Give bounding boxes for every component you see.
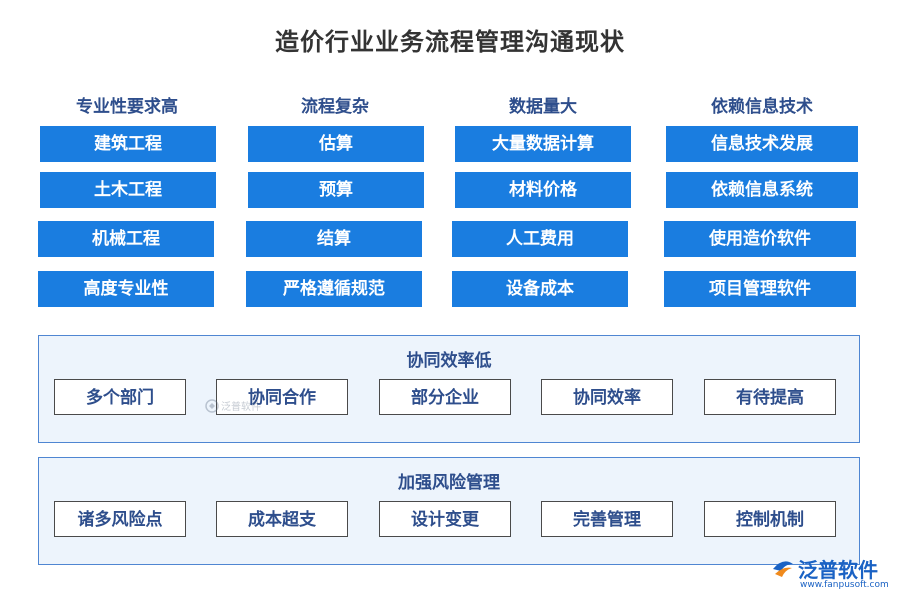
column-heading-it-dependence: 依赖信息技术	[711, 97, 813, 117]
panel-collaboration: 协同效率低 多个部门 协同合作 部分企业 协同效率 有待提高	[38, 335, 860, 443]
cell-estimate: 估算	[248, 126, 424, 162]
box-control-mechanism: 控制机制	[704, 501, 836, 537]
cell-material-price: 材料价格	[455, 172, 631, 208]
cell-info-system: 依赖信息系统	[666, 172, 858, 208]
cell-labor-cost: 人工费用	[452, 221, 628, 257]
panel-risk-management: 加强风险管理 诸多风险点 成本超支 设计变更 完善管理 控制机制	[38, 457, 860, 565]
cell-large-data-calc: 大量数据计算	[455, 126, 631, 162]
brand-logo: 泛普软件 www.fanpusoft.com	[770, 552, 895, 592]
cell-follow-standards: 严格遵循规范	[246, 271, 422, 307]
cell-building-engineering: 建筑工程	[40, 126, 216, 162]
diagram-title: 造价行业业务流程管理沟通现状	[275, 28, 625, 56]
column-heading-professional: 专业性要求高	[76, 97, 178, 117]
cell-civil-engineering: 土木工程	[40, 172, 216, 208]
cell-budget: 预算	[248, 172, 424, 208]
panel-title-risk: 加强风险管理	[398, 473, 500, 493]
watermark: 泛普软件	[205, 396, 265, 416]
box-design-change: 设计变更	[379, 501, 511, 537]
cell-equipment-cost: 设备成本	[452, 271, 628, 307]
box-to-improve: 有待提高	[704, 379, 836, 415]
box-improve-management: 完善管理	[541, 501, 673, 537]
box-cooperation: 协同合作	[216, 379, 348, 415]
cell-costing-software: 使用造价软件	[664, 221, 856, 257]
watermark-text: 泛普软件	[221, 402, 261, 413]
brand-name: 泛普软件	[798, 558, 878, 582]
cell-mechanical-engineering: 机械工程	[38, 221, 214, 257]
cell-it-development: 信息技术发展	[666, 126, 858, 162]
watermark-logo-icon	[205, 399, 219, 413]
cell-pm-software: 项目管理软件	[664, 271, 856, 307]
box-some-enterprises: 部分企业	[379, 379, 511, 415]
box-efficiency: 协同效率	[541, 379, 673, 415]
cell-high-professionalism: 高度专业性	[38, 271, 214, 307]
box-risk-points: 诸多风险点	[54, 501, 186, 537]
box-multiple-departments: 多个部门	[54, 379, 186, 415]
panel-title-collaboration: 协同效率低	[406, 351, 492, 371]
cell-settlement: 结算	[246, 221, 422, 257]
column-heading-large-data: 数据量大	[509, 97, 577, 117]
brand-logo-icon	[773, 561, 793, 577]
column-heading-complex-process: 流程复杂	[301, 97, 369, 117]
box-cost-overrun: 成本超支	[216, 501, 348, 537]
brand-url: www.fanpusoft.com	[800, 580, 889, 590]
